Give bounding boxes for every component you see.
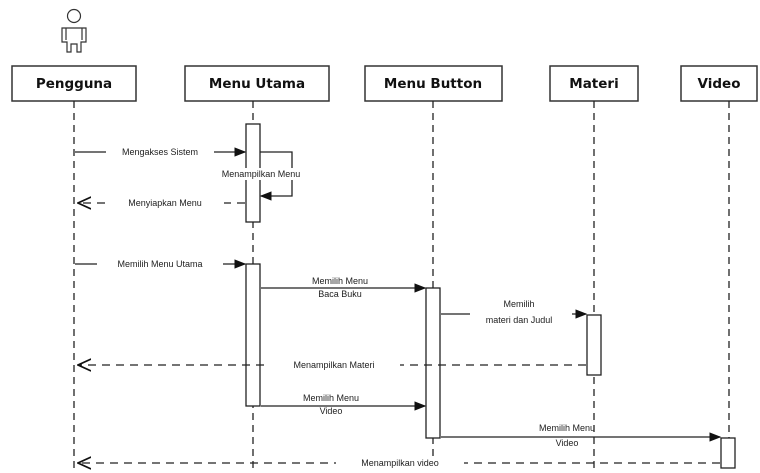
message-menampilkan-video: Menampilkan video	[78, 457, 720, 469]
message-label: Memilih	[503, 299, 534, 309]
message-memilih-materi: Memilih materi dan Judul	[441, 298, 588, 328]
message-label: Memilih Menu	[303, 393, 359, 403]
message-menampilkan-materi: Menampilkan Materi	[78, 359, 586, 371]
message-label: Mengakses Sistem	[122, 147, 198, 157]
message-label: Memilih Menu	[539, 423, 595, 433]
activation-bar	[586, 314, 602, 376]
message-menampilkan-menu: Menampilkan Menu	[200, 151, 322, 201]
message-label: Menampilkan Menu	[222, 169, 301, 179]
message-memilih-menu-utama: Memilih Menu Utama	[75, 258, 247, 270]
message-label: materi dan Judul	[486, 315, 553, 325]
actor-icon	[61, 8, 87, 53]
participant-menu-button: Menu Button	[364, 65, 503, 102]
participant-pengguna: Pengguna	[11, 65, 137, 102]
participant-label: Menu Utama	[209, 76, 305, 92]
message-label: Menyiapkan Menu	[128, 198, 202, 208]
participant-materi: Materi	[549, 65, 639, 102]
message-label: Memilih Menu	[312, 276, 368, 286]
message-label: Video	[556, 438, 579, 448]
message-memilih-menu-video-2: Memilih Menu Video	[441, 423, 722, 448]
participant-label: Menu Button	[384, 76, 482, 92]
message-memilih-menu-video: Memilih Menu Video	[261, 393, 427, 416]
message-label: Video	[320, 406, 343, 416]
activation-bar	[425, 287, 441, 439]
activation-bar	[720, 437, 736, 469]
participant-video: Video	[680, 65, 758, 102]
participant-label: Pengguna	[36, 76, 112, 92]
message-menyiapkan-menu: Menyiapkan Menu	[78, 197, 245, 209]
activation-bar	[245, 263, 261, 407]
participant-menu-utama: Menu Utama	[184, 65, 330, 102]
message-label: Baca Buku	[318, 289, 362, 299]
message-memilih-menu-baca-buku: Memilih Menu Baca Buku	[261, 276, 427, 299]
message-label: Menampilkan video	[361, 458, 439, 468]
participant-label: Video	[698, 76, 741, 92]
message-label: Menampilkan Materi	[293, 360, 374, 370]
participant-label: Materi	[569, 76, 618, 92]
message-label: Memilih Menu Utama	[117, 259, 202, 269]
message-mengakses-sistem: Mengakses Sistem	[75, 146, 247, 158]
